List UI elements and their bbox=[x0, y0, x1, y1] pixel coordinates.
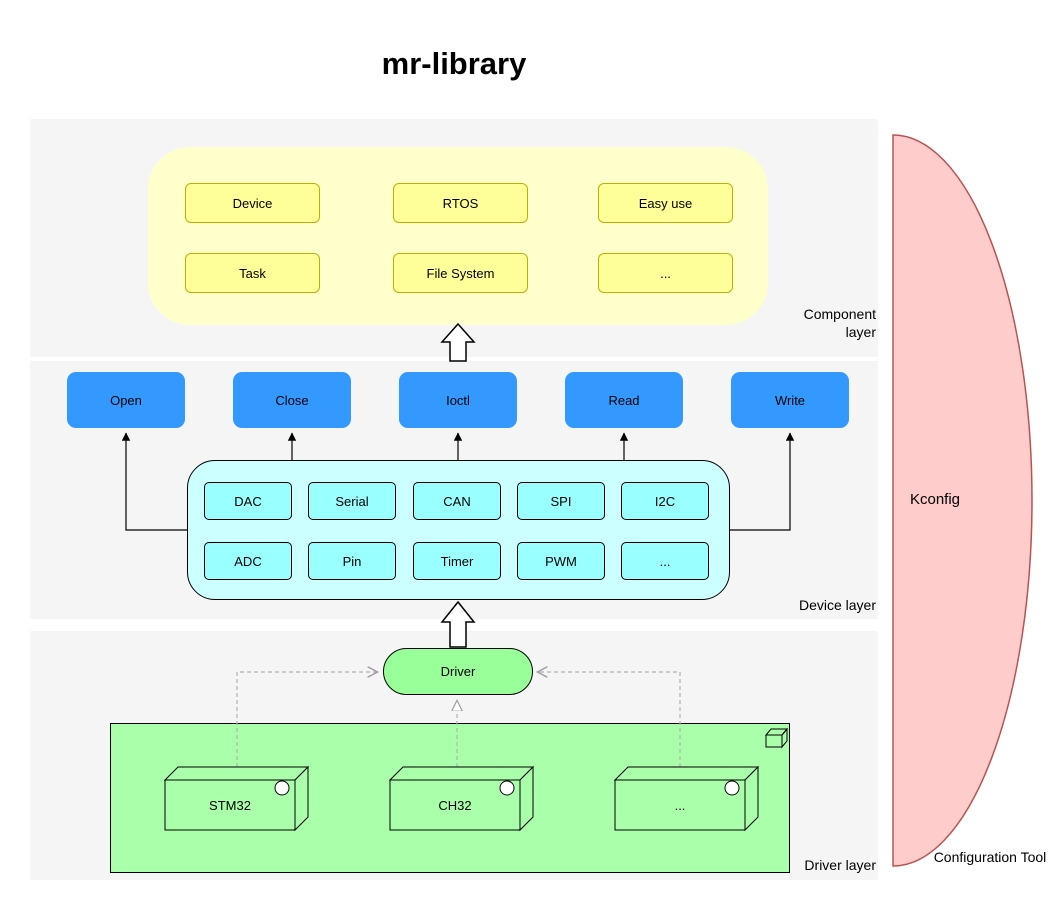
chip-label-ch32: CH32 bbox=[438, 797, 472, 813]
chip-label-stm32: STM32 bbox=[209, 797, 251, 813]
device-box-i2c: I2C bbox=[621, 482, 709, 520]
api-button-close: Close bbox=[233, 372, 351, 428]
device-layer-label: Device layer bbox=[798, 597, 876, 613]
component-box-more: ... bbox=[598, 253, 733, 293]
api-button-ioctl: Ioctl bbox=[399, 372, 517, 428]
driver-layer-label: Driver layer bbox=[804, 857, 876, 873]
component-group bbox=[148, 147, 768, 325]
component-box-device: Device bbox=[185, 183, 320, 223]
component-box-easy-use: Easy use bbox=[598, 183, 733, 223]
kconfig-label: Kconfig bbox=[909, 491, 961, 508]
api-button-write: Write bbox=[731, 372, 849, 428]
api-button-read: Read bbox=[565, 372, 683, 428]
device-box-dac: DAC bbox=[204, 482, 292, 520]
component-box-rtos: RTOS bbox=[393, 183, 528, 223]
device-box-pwm: PWM bbox=[517, 542, 605, 580]
api-button-open: Open bbox=[67, 372, 185, 428]
diagram-title: mr-library bbox=[381, 46, 527, 81]
device-box-more: ... bbox=[621, 542, 709, 580]
device-box-adc: ADC bbox=[204, 542, 292, 580]
device-box-can: CAN bbox=[413, 482, 501, 520]
driver-node: Driver bbox=[383, 648, 533, 695]
device-box-pin: Pin bbox=[308, 542, 396, 580]
chip-label-more: ... bbox=[674, 797, 686, 813]
component-box-file-system: File System bbox=[393, 253, 528, 293]
device-box-spi: SPI bbox=[517, 482, 605, 520]
component-layer-label: Component layer bbox=[803, 306, 876, 340]
device-box-timer: Timer bbox=[413, 542, 501, 580]
component-box-task: Task bbox=[185, 253, 320, 293]
config-tool-label: Configuration Tool bbox=[933, 849, 1047, 865]
device-box-serial: Serial bbox=[308, 482, 396, 520]
